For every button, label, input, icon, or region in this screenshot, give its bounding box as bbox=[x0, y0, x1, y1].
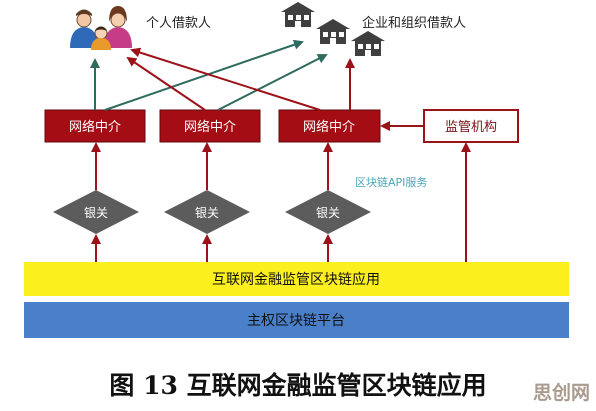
intermediary-box-1 bbox=[44, 109, 146, 143]
intermediary-label-2: 网络中介 bbox=[184, 119, 236, 135]
gateway-label-3: 银关 bbox=[316, 206, 340, 220]
platform-band-label: 主权区块链平台 bbox=[247, 313, 345, 329]
gateway-label-2: 银关 bbox=[195, 206, 219, 220]
enterprise-borrowers-label: 企业和组织借款人 bbox=[362, 15, 466, 31]
intermediary-label-3: 网络中介 bbox=[303, 119, 355, 135]
figure-caption: 图 13 互联网金融监管区块链应用 bbox=[109, 371, 487, 400]
gateway-label-1: 银关 bbox=[84, 206, 108, 220]
house-icon bbox=[316, 19, 350, 44]
arrow-intermediary-3-to-individuals bbox=[130, 47, 321, 111]
gateway-diamond-3 bbox=[285, 190, 371, 234]
gateway-diamond-1 bbox=[53, 190, 139, 234]
gateway-diamond-2 bbox=[164, 190, 250, 234]
intermediary-label-1: 网络中介 bbox=[69, 119, 121, 135]
regulator-label: 监管机构 bbox=[445, 120, 497, 135]
platform-band bbox=[24, 302, 569, 338]
regulator-box bbox=[423, 109, 519, 143]
house-icon bbox=[281, 2, 315, 27]
intermediary-box-2 bbox=[159, 109, 261, 143]
arrow-intermediary-2-to-individuals bbox=[126, 56, 206, 111]
watermark: 思创网 bbox=[532, 382, 590, 404]
application-band-label: 互联网金融监管区块链应用 bbox=[212, 271, 380, 288]
api-service-label: 区块链API服务 bbox=[355, 175, 427, 189]
arrow-intermediary-1-to-enterprises bbox=[104, 39, 304, 111]
intermediary-box-3 bbox=[278, 109, 381, 143]
house-icon bbox=[351, 31, 385, 56]
people-icon bbox=[70, 6, 132, 50]
application-band bbox=[24, 262, 569, 296]
arrow-intermediary-2-to-enterprises bbox=[217, 54, 328, 111]
individual-borrowers-label: 个人借款人 bbox=[146, 16, 211, 31]
